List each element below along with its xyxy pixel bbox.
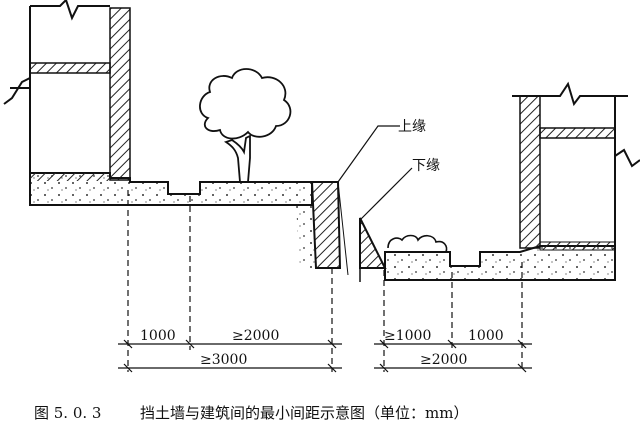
tick: [327, 363, 337, 373]
dim-right-gap: 1000: [468, 328, 504, 344]
tick: [123, 363, 133, 373]
tick: [123, 339, 133, 349]
tree-trunk: [223, 134, 251, 183]
upper-edge-label: 上缘: [398, 119, 426, 135]
left-building-break-mark: [30, 0, 110, 21]
shrubs: [387, 234, 448, 253]
left-building: [3, 0, 131, 181]
retaining-wall-face: [337, 181, 349, 276]
right-building: [512, 81, 640, 280]
right-ground: [384, 241, 616, 281]
retaining-wall-upper: [296, 181, 349, 276]
lower-edge-leader: [359, 167, 413, 221]
shrub-outline: [387, 234, 448, 253]
retaining-wall-body: [310, 181, 342, 269]
upper-edge-leader: [337, 125, 400, 183]
dimension-lines: [118, 339, 532, 373]
right-building-break-mark: [512, 81, 628, 107]
left-floor-band: [30, 173, 110, 181]
tick: [517, 339, 527, 349]
retaining-wall-lower-body: [359, 217, 387, 269]
right-building-slab: [539, 127, 616, 139]
caption-text: 挡土墙与建筑间的最小间距示意图（单位：mm）: [140, 404, 468, 422]
retaining-wall-backfill: [296, 205, 316, 268]
tick: [327, 339, 337, 349]
dim-left-gap: 1000: [140, 328, 176, 344]
left-building-slab: [29, 62, 111, 74]
dim-left-min: ≥2000: [232, 328, 279, 344]
left-building-side-break: [3, 76, 31, 105]
extension-lines: [127, 190, 523, 372]
right-ground-fill: [384, 245, 616, 281]
tree: [199, 68, 292, 183]
dim-left-total: ≥3000: [200, 352, 247, 368]
tick: [379, 339, 389, 349]
left-building-wall: [109, 7, 131, 181]
tick: [379, 363, 389, 373]
tree-canopy: [199, 68, 292, 140]
tick: [185, 339, 195, 349]
annotation-leaders: [337, 125, 413, 221]
caption-number: 图 5. 0. 3: [34, 404, 101, 422]
lower-edge-label: 下缘: [412, 158, 440, 174]
right-building-side-break: [614, 148, 640, 168]
right-building-wall: [519, 95, 541, 249]
tick: [447, 339, 457, 349]
tick: [517, 363, 527, 373]
left-ground: [29, 172, 313, 206]
dim-right-min: ≥1000: [384, 328, 431, 344]
retaining-wall-lower: [359, 217, 387, 282]
right-floor-band: [539, 241, 616, 251]
dim-right-total: ≥2000: [420, 352, 467, 368]
